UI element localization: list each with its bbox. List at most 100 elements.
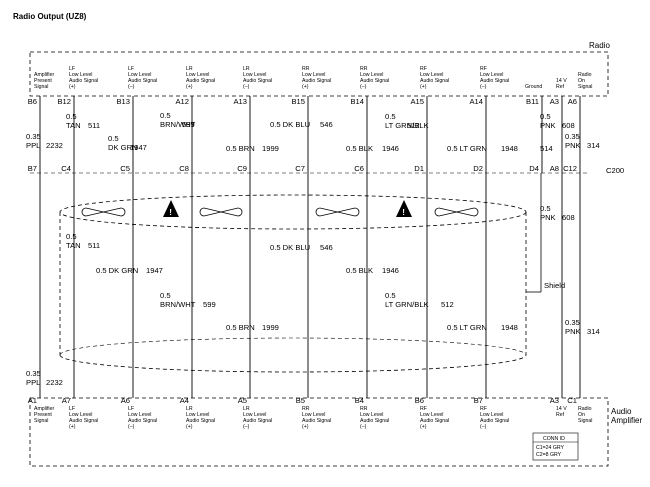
radio-pin-label: Ref: [556, 84, 565, 90]
twisted-pair-symbol: [81, 207, 126, 217]
twisted-pair-symbol: [434, 207, 479, 217]
radio-pin-label: (+): [186, 84, 193, 90]
wire-color: BRN/WHT: [160, 120, 196, 129]
wire-gauge: 0.35: [26, 369, 41, 378]
circuit-number: 1946: [382, 144, 399, 153]
wire-color: PNK: [565, 141, 581, 150]
wire-color: 0.5 DK BLU: [270, 120, 310, 129]
radio-pin-number: B11: [526, 97, 539, 106]
radio-pin-label: Signal: [578, 84, 592, 90]
circuit-number: 512: [407, 121, 420, 130]
radio-pin-number: A6: [568, 97, 577, 106]
amp-pin-label: Low Level: [480, 412, 503, 418]
circuit-number: 314: [587, 141, 600, 150]
amp-pin-label: Low Level: [186, 412, 209, 418]
conn-id-line-2: C2=8 GRY: [536, 452, 562, 458]
amp-pin-label: Audio Signal: [243, 418, 272, 424]
radio-pin-number: B14: [350, 97, 364, 106]
c200-pin-number: C5: [120, 164, 130, 173]
radio-pin-number: A12: [175, 97, 189, 106]
radio-pin-label: Ground: [525, 84, 542, 90]
amp-pin-label: Audio Signal: [480, 418, 509, 424]
radio-pin-label: Low Level: [186, 72, 209, 78]
c200-pin-number: C7: [295, 164, 305, 173]
amp-pin-label: RF: [420, 406, 427, 412]
circuit-number: 512: [441, 300, 454, 309]
wire-color: BRN/WHT: [160, 300, 196, 309]
shield-bottom-ellipse: [59, 354, 527, 373]
c200-pin-number: A8: [550, 164, 559, 173]
wire-color: 0.5 LT GRN: [447, 323, 487, 332]
radio-pin-label: (+): [69, 84, 76, 90]
amp-pin-label: 14 V: [556, 406, 567, 412]
amp-pin-label: (+): [420, 424, 427, 430]
amp-pin-label: Low Level: [128, 412, 151, 418]
wire-color: PPL: [26, 141, 40, 150]
amp-pin-label: (–): [360, 424, 367, 430]
radio-pin-label: RR: [302, 66, 310, 72]
amp-pin-label: LR: [186, 406, 193, 412]
amp-pin-label: Amplifier: [34, 406, 54, 412]
amp-pin-label: Audio Signal: [69, 418, 98, 424]
conn-id-line-1: C1=24 GRY: [536, 445, 565, 451]
radio-component-box: [29, 51, 609, 97]
circuit-number: 546: [320, 120, 333, 129]
wire-color: DK GRN: [108, 143, 138, 152]
radio-pin-label: (–): [480, 84, 487, 90]
wire-gauge: 0.5: [385, 112, 396, 121]
radio-pin-label: Low Level: [420, 72, 443, 78]
amp-pin-label: Present: [34, 412, 52, 418]
amp-pin-label: (+): [186, 424, 193, 430]
circuit-number: 1948: [501, 323, 518, 332]
amp-pin-label: (–): [480, 424, 487, 430]
wire-gauge: 0.5: [540, 112, 551, 121]
amp-pin-label: Low Level: [360, 412, 383, 418]
wire-color: 0.5 BLK: [346, 266, 373, 275]
amp-pin-number: C1: [567, 396, 577, 405]
wire-color: 0.5 BLK: [346, 144, 373, 153]
amp-pin-label: Audio Signal: [420, 418, 449, 424]
radio-pin-label: Audio Signal: [128, 78, 157, 84]
amp-pin-label: On: [578, 412, 585, 418]
radio-pin-number: B15: [291, 97, 305, 106]
amp-pin-number: A6: [121, 396, 130, 405]
wire-color: LT GRN/BLK: [385, 300, 429, 309]
amp-pin-number: A1: [28, 396, 37, 405]
radio-pin-label: Low Level: [302, 72, 325, 78]
amp-pin-label: Low Level: [420, 412, 443, 418]
wire-color: PNK: [540, 213, 556, 222]
amp-pin-label: Low Level: [243, 412, 266, 418]
amplifier-component-box: [29, 397, 609, 467]
radio-pin-label: RF: [420, 66, 427, 72]
wire-gauge: 0.35: [565, 318, 580, 327]
c200-pin-number: D4: [529, 164, 539, 173]
c200-connector-label: C200: [606, 166, 624, 175]
circuit-number: 599: [203, 300, 216, 309]
shield-label: Shield: [544, 281, 565, 290]
audio-amplifier-label-2: Amplifier: [611, 416, 642, 425]
c200-pin-number: C8: [179, 164, 189, 173]
amp-pin-number: B4: [355, 396, 364, 405]
twisted-pair-symbol: [199, 207, 243, 217]
circuit-number: 608: [562, 121, 575, 130]
amp-pin-label: (–): [243, 424, 250, 430]
svg-text:!: !: [402, 208, 405, 217]
radio-pin-label: RR: [360, 66, 368, 72]
radio-pin-label: Audio Signal: [480, 78, 509, 84]
radio-pin-number: B6: [28, 97, 37, 106]
wire-gauge: 0.5: [108, 134, 119, 143]
circuit-number: 2232: [46, 141, 63, 150]
wire-color: TAN: [66, 241, 81, 250]
wire-color: 0.5 DK GRN: [96, 266, 138, 275]
circuit-number: 1947: [130, 143, 147, 152]
wire-color: PNK: [565, 327, 581, 336]
c200-pin-number: D2: [473, 164, 483, 173]
radio-pin-label: Low Level: [480, 72, 503, 78]
amp-pin-label: Audio Signal: [128, 418, 157, 424]
radio-pin-number: A3: [550, 97, 559, 106]
radio-pin-label: On: [578, 78, 585, 84]
radio-pin-label: Low Level: [243, 72, 266, 78]
amp-pin-label: RR: [360, 406, 368, 412]
radio-pin-label: RF: [480, 66, 487, 72]
